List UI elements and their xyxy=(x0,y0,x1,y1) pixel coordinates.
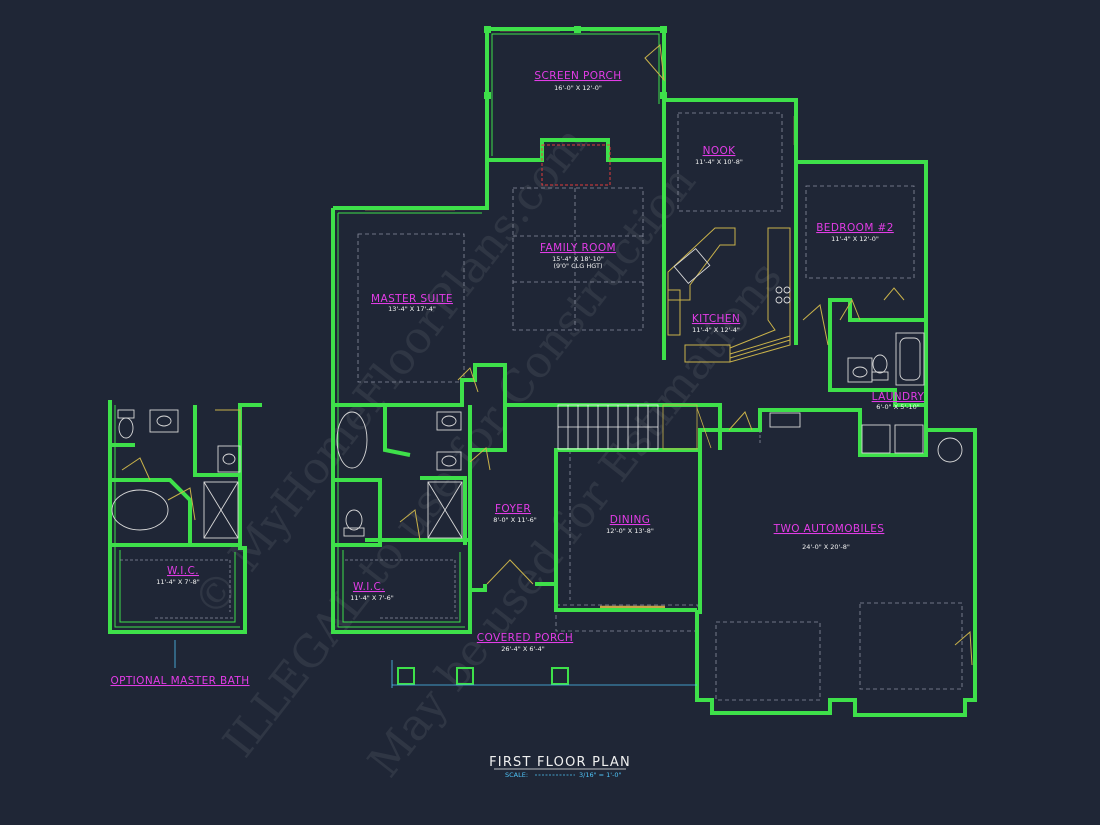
label-bedroom-2: BEDROOM #2 xyxy=(816,222,894,234)
dims-nook: 11'-4" X 10'-8" xyxy=(695,158,743,166)
closet-shelving xyxy=(120,430,761,619)
title-block: FIRST FLOOR PLAN SCALE: 3/16" = 1'-0" xyxy=(489,755,631,779)
door-swings xyxy=(121,44,973,666)
label-kitchen: KITCHEN xyxy=(692,313,740,325)
porch-slab-line xyxy=(174,640,697,688)
label-covered-porch: COVERED PORCH xyxy=(477,632,573,644)
dims-foyer: 8'-0" X 11'-6" xyxy=(493,516,537,524)
label-wic: W.I.C. xyxy=(353,581,385,593)
stairs xyxy=(557,404,712,450)
kitchen-cabinets xyxy=(667,227,791,363)
drawing-title: FIRST FLOOR PLAN xyxy=(489,755,631,770)
walls xyxy=(108,27,977,717)
dims-dining: 12'-0" X 13'-8" xyxy=(606,527,654,535)
label-optional-master-bath: OPTIONAL MASTER BATH xyxy=(110,675,249,687)
dims-bedroom-2: 11'-4" X 12'-0" xyxy=(831,235,879,243)
label-screen-porch: SCREEN PORCH xyxy=(534,70,621,82)
scale-value: 3/16" = 1'-0" xyxy=(579,771,622,779)
dims-wic: 11'-4" X 7'-6" xyxy=(350,594,394,602)
screen-porch-posts xyxy=(484,26,667,99)
label-garage: TWO AUTOMOBILES xyxy=(773,523,885,535)
dims-family-room: 15'-4" X 18'-10" xyxy=(552,255,604,263)
fireplace xyxy=(541,144,611,186)
label-wic-optional: W.I.C. xyxy=(167,565,199,577)
dashed-ceiling-lines xyxy=(357,112,963,701)
stair-treads xyxy=(567,405,649,449)
label-family-room: FAMILY ROOM xyxy=(540,242,616,254)
label-nook: NOOK xyxy=(703,145,737,157)
dims-covered-porch: 26'-4" X 6'-4" xyxy=(501,645,545,653)
label-master-suite: MASTER SUITE xyxy=(371,293,453,305)
dims-garage: 24'-0" X 20'-8" xyxy=(802,543,850,551)
dims-wic-optional: 11'-4" X 7'-8" xyxy=(156,578,200,586)
wall-inner-lines xyxy=(114,33,660,628)
dims-laundry: 6'-0" X 5'-10" xyxy=(876,403,920,411)
dims-screen-porch: 16'-0" X 12'-0" xyxy=(554,84,602,92)
note-family-room: (9'0" CLG HGT) xyxy=(553,262,602,270)
dims-kitchen: 11'-4" X 12'-4" xyxy=(692,326,740,334)
label-dining: DINING xyxy=(610,514,651,526)
label-foyer: FOYER xyxy=(495,503,531,515)
dims-master-suite: 13'-4" X 17'-4" xyxy=(388,305,436,313)
porch-columns xyxy=(397,667,569,685)
room-labels: SCREEN PORCH 16'-0" X 12'-0" NOOK 11'-4"… xyxy=(110,70,924,687)
label-laundry: LAUNDRY xyxy=(872,391,925,403)
scale-label: SCALE: xyxy=(505,771,528,779)
plumbing-fixtures xyxy=(111,247,963,539)
